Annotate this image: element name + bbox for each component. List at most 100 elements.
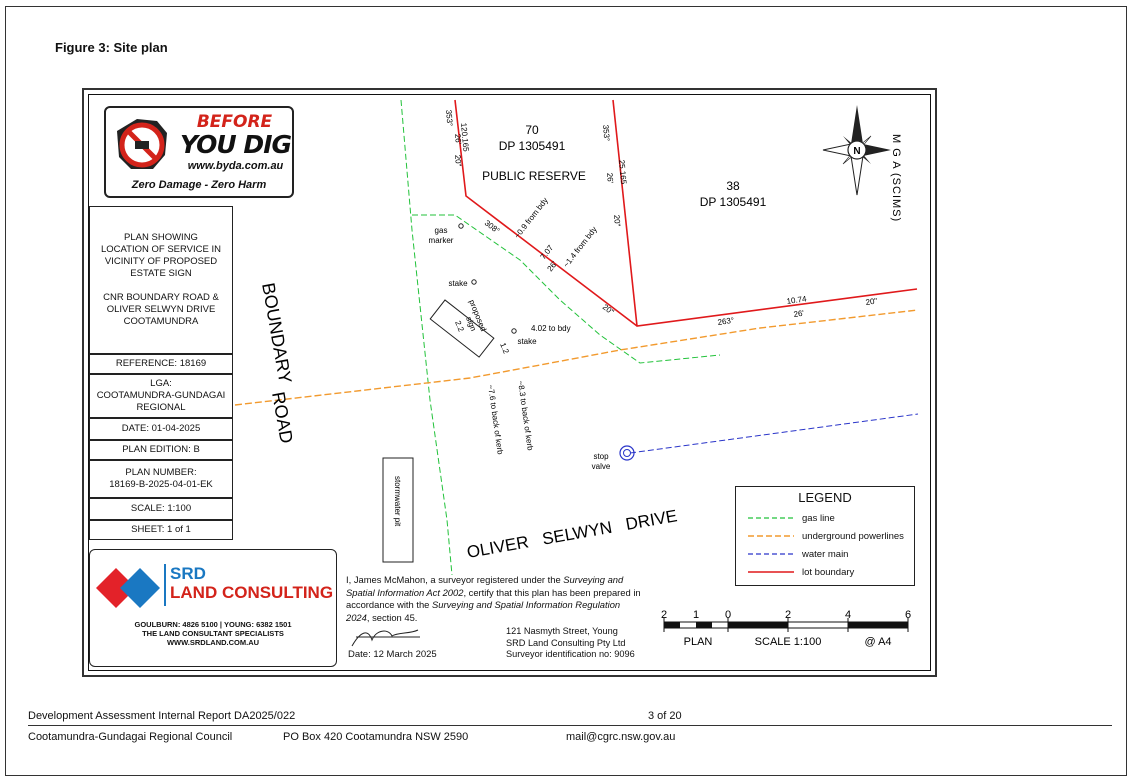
scale-tick-2b: 2	[785, 609, 791, 621]
legend-item-water: water main	[748, 549, 849, 560]
bearing-4c: 20"	[865, 296, 878, 307]
footer-council: Cootamundra-Gundagai Regional Council	[28, 731, 233, 743]
compass-icon	[822, 105, 891, 196]
byda-you-dig: YOU DIG	[179, 130, 292, 159]
byda-before: BEFORE	[196, 112, 273, 132]
kerb-76: ~7.6 to back of kerb	[486, 384, 505, 456]
scale-plan: PLAN	[684, 636, 713, 648]
scale-tick-4: 4	[845, 609, 851, 621]
from-body-2: ~1.4 from bdy	[561, 225, 598, 269]
lot-38: 38	[726, 179, 740, 193]
site-plan-inner-frame	[88, 94, 931, 671]
compass-n: N	[853, 146, 860, 157]
distance-3: 7.07	[538, 243, 555, 261]
srd-divider	[164, 564, 166, 606]
bearing-2b: 26'	[605, 172, 615, 184]
gas-line-main	[400, 99, 453, 576]
distance-4: 10.74	[786, 294, 808, 306]
bearing-4: 263°	[717, 316, 735, 327]
scale-tick-6: 6	[905, 609, 911, 621]
legend-item-power: underground powerlines	[748, 531, 904, 542]
footer-report: Development Assessment Internal Report D…	[28, 710, 296, 722]
stake-label-2: stake	[517, 337, 537, 346]
mga-label: M G A (SCIMS)	[890, 134, 902, 222]
stop-valve-symbol	[619, 445, 635, 461]
scale-ratio: SCALE 1:100	[755, 636, 822, 648]
legend-item-boundary: lot boundary	[748, 567, 855, 578]
gas-marker-symbol	[458, 223, 464, 229]
stake-label-1: stake	[448, 279, 468, 288]
public-reserve: PUBLIC RESERVE	[482, 169, 586, 183]
oliver-selwyn-label: OLIVER SELWYN DRIVE	[465, 506, 678, 562]
stormwater-label: stormwater pit	[393, 476, 402, 527]
stormwater-pit	[382, 457, 414, 563]
powerline	[234, 309, 919, 406]
plan-info-panel: PLAN SHOWING LOCATION OF SERVICE IN VICI…	[89, 206, 233, 540]
stake-2	[511, 328, 517, 334]
gas-line-branch	[412, 214, 721, 364]
footer-mail: mail@cgrc.nsw.gov.au	[566, 731, 676, 743]
srd-abbr: SRD	[170, 564, 206, 583]
bearing-1b: 26'	[453, 133, 463, 145]
scale-tick-1: 1	[693, 609, 699, 621]
scale-tick-0: 0	[725, 609, 731, 621]
figure-title: Figure 3: Site plan	[55, 40, 168, 55]
lga: LGA: COOTAMUNDRA-GUNDAGAI REGIONAL	[89, 374, 233, 418]
stop-valve-label-2: valve	[592, 462, 611, 471]
footer-page: 3 of 20	[648, 710, 682, 722]
kerb-83: ~8.3 to back of kerb	[516, 380, 535, 452]
bearing-4b: 26'	[793, 309, 805, 319]
dim-12: 1.2	[498, 341, 511, 355]
no-dig-icon	[109, 111, 175, 177]
certificate-date: Date: 12 March 2025	[348, 649, 437, 660]
bearing-2: 353°	[601, 124, 611, 141]
to-bdy-402: 4.02 to bdy	[531, 324, 571, 333]
lot-boundary-2	[612, 99, 638, 327]
scale-tick-2: 2	[661, 609, 667, 621]
date: DATE: 01-04-2025	[89, 418, 233, 440]
byda-tagline: Zero Damage - Zero Harm	[131, 179, 267, 191]
bearing-2c: 20"	[612, 214, 622, 227]
legend-item-gas: gas line	[748, 513, 835, 524]
legend-title: LEGEND	[798, 490, 852, 505]
srd-tagline: THE LAND CONSULTANT SPECIALISTS	[142, 629, 284, 638]
srd-name: LAND CONSULTING	[170, 583, 334, 602]
distance-2: 25.165	[617, 159, 628, 185]
bearing-3b: 26'	[545, 259, 559, 273]
dp-70: DP 1305491	[499, 139, 566, 153]
srd-diamond-icon	[96, 568, 160, 608]
sheet: SHEET: 1 of 1	[89, 520, 233, 540]
page-border	[5, 6, 1127, 776]
srd-logo: SRD LAND CONSULTING GOULBURN: 4826 5100 …	[89, 549, 337, 667]
bearing-1: 353°	[444, 109, 454, 126]
surveyor-address: 121 Nasmyth Street, Young SRD Land Consu…	[506, 626, 635, 659]
footer-rule	[28, 725, 1112, 726]
water-main	[629, 413, 919, 454]
distance-1: 120.165	[459, 122, 471, 152]
dp-38: DP 1305491	[700, 195, 767, 209]
bearing-5: 20"	[601, 302, 616, 316]
plan-number: PLAN NUMBER: 18169-B-2025-04-01-EK	[89, 460, 233, 498]
boundary-road-label-2: ROAD	[268, 390, 297, 445]
scale: SCALE: 1:100	[89, 498, 233, 520]
surveyor-certificate: I, James McMahon, a surveyor registered …	[346, 574, 641, 623]
proposed-sign-box	[429, 299, 495, 358]
lot-boundary	[454, 99, 918, 327]
legend: LEGEND gas line underground powerlines w…	[735, 486, 915, 586]
boundary-road-label: BOUNDARY	[258, 281, 295, 385]
signature	[351, 629, 420, 647]
plan-description: PLAN SHOWING LOCATION OF SERVICE IN VICI…	[89, 206, 233, 354]
dim-22: 2.2	[453, 319, 466, 333]
srd-web: WWW.SRDLAND.COM.AU	[166, 638, 260, 647]
reference: REFERENCE: 18169	[89, 354, 233, 374]
srd-phones: GOULBURN: 4826 5100 | YOUNG: 6382 1501	[134, 620, 292, 629]
byda-url: www.byda.com.au	[187, 160, 284, 172]
bearing-1c: 20"	[453, 154, 463, 167]
stop-valve-label: stop	[593, 452, 609, 461]
from-body-1: ~0.9 from bdy	[512, 196, 549, 240]
gas-marker-label: gas	[435, 226, 448, 235]
footer-po: PO Box 420 Cootamundra NSW 2590	[283, 731, 469, 743]
before-you-dig-logo: BEFORE YOU DIG www.byda.com.au Zero Dama…	[104, 106, 294, 198]
lot-70: 70	[525, 123, 539, 137]
